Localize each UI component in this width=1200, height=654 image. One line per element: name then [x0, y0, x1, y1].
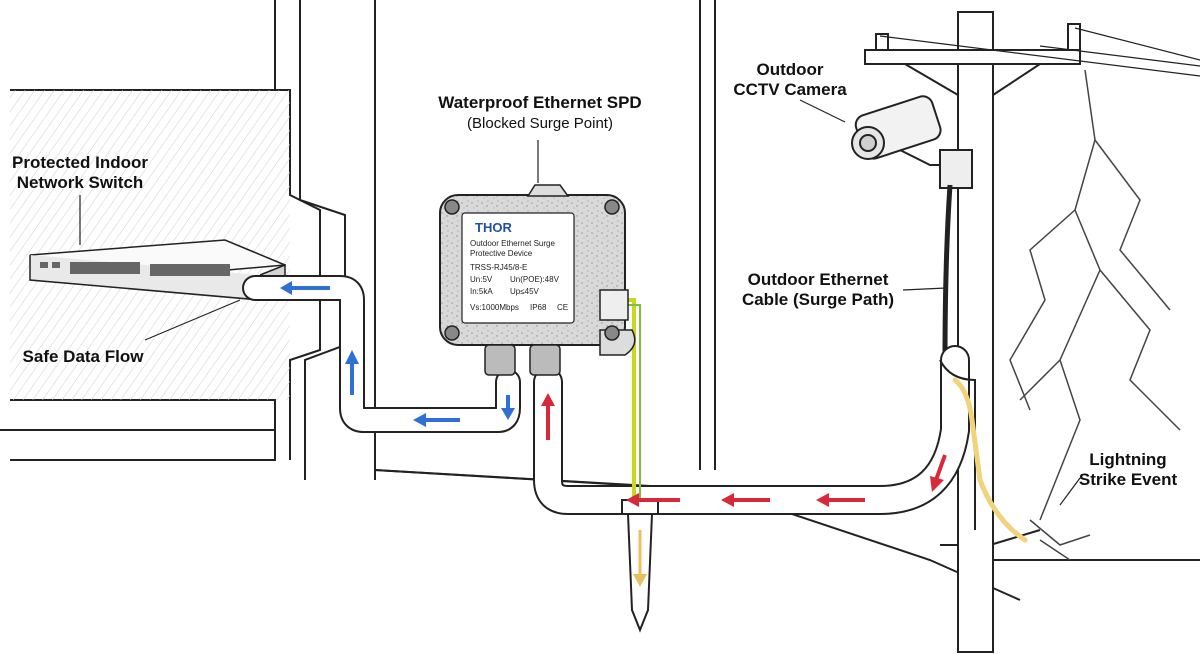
- cable-label-line1: Outdoor Ethernet: [748, 270, 889, 289]
- safe-flow-label: Safe Data Flow: [23, 347, 145, 366]
- camera-label-line2: CCTV Camera: [733, 80, 847, 99]
- utility-pole-icon: [864, 11, 1200, 653]
- spd-un-poe: Un(POE):48V: [510, 275, 560, 284]
- spd-line2: Protective Device: [470, 249, 533, 258]
- spd-line1: Outdoor Ethernet Surge: [470, 239, 555, 248]
- switch-label-line2: Network Switch: [17, 173, 144, 192]
- switch-label-line1: Protected Indoor: [12, 153, 148, 172]
- spd-ce: CE: [557, 303, 568, 312]
- spd-brand: THOR: [475, 220, 512, 235]
- leader-lines: [79, 99, 1081, 506]
- lightning-label-line1: Lightning: [1089, 450, 1166, 469]
- lightning-bolt-icon: [1009, 69, 1181, 561]
- surge-protector-icon: THOR Outdoor Ethernet Surge Protective D…: [439, 184, 636, 376]
- ground-flow-arrow: [633, 530, 647, 587]
- spd-model: TRSS-RJ45/8-E: [470, 263, 527, 272]
- camera-label-line1: Outdoor: [756, 60, 823, 79]
- spd-ip: IP68: [530, 303, 547, 312]
- spd-up: Up≤45V: [510, 287, 540, 296]
- lightning-label-line2: Strike Event: [1079, 470, 1178, 489]
- building-wall: [0, 0, 1200, 601]
- surge-flow-arrows: [541, 393, 947, 507]
- cable-label-line2: Cable (Surge Path): [742, 290, 894, 309]
- spd-subtitle-label: (Blocked Surge Point): [467, 115, 613, 132]
- spd-un: Un:5V: [470, 275, 493, 284]
- surge-entry-path: [952, 377, 1028, 543]
- spd-title-label: Waterproof Ethernet SPD: [438, 93, 641, 112]
- safe-flow-arrows: [280, 281, 515, 427]
- spd-in: In:5kA: [470, 287, 493, 296]
- spd-vs: Vs:1000Mbps: [470, 303, 519, 312]
- cctv-camera-icon: [851, 95, 973, 361]
- outdoor-cable: [533, 345, 976, 530]
- indoor-cable: [242, 275, 521, 433]
